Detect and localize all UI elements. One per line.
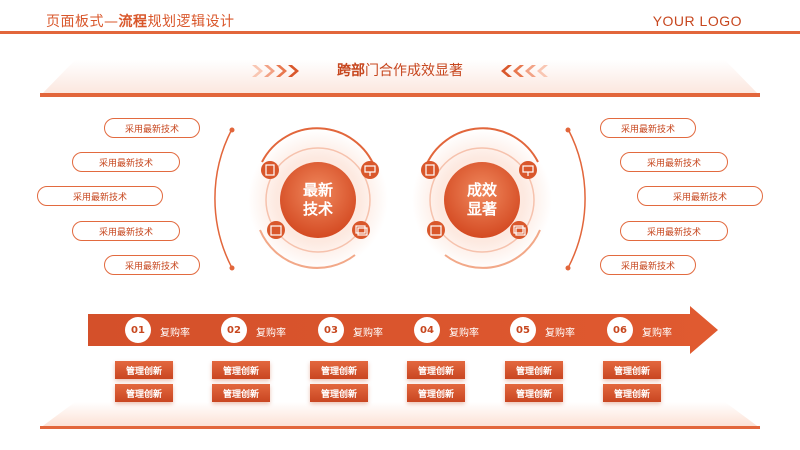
chevron-right-icon — [252, 65, 299, 77]
section-title: 跨部门合作成效显著 — [0, 60, 800, 80]
header-divider — [0, 31, 800, 34]
step-number-5: 05 — [510, 317, 536, 343]
section-title-bold: 跨部 — [337, 63, 365, 79]
step-5-tag-1: 管理创新 — [505, 361, 563, 379]
right-pill-3: 采用最新技术 — [637, 186, 763, 206]
logo: YOUR LOGO — [652, 13, 742, 29]
step-3-tag-1: 管理创新 — [310, 361, 368, 379]
right-circle-line1: 成效 — [466, 181, 497, 199]
left-pill-1: 采用最新技术 — [104, 118, 200, 138]
right-pill-1: 采用最新技术 — [600, 118, 696, 138]
title-suffix: 规划逻辑设计 — [147, 14, 235, 30]
step-1-tag-2: 管理创新 — [115, 384, 173, 402]
step-label-4: 复购率 — [449, 328, 479, 339]
left-circle-line1: 最新 — [302, 181, 333, 199]
step-number-3: 03 — [318, 317, 344, 343]
step-label-2: 复购率 — [256, 328, 286, 339]
right-circle-line2: 显著 — [466, 200, 497, 218]
step-number-6: 06 — [607, 317, 633, 343]
right-circle-label: 成效 显著 — [452, 181, 512, 219]
step-label-6: 复购率 — [642, 328, 672, 339]
left-circle-label: 最新 技术 — [288, 181, 348, 219]
right-pill-5: 采用最新技术 — [600, 255, 696, 275]
step-2-tag-1: 管理创新 — [212, 361, 270, 379]
right-pill-2: 采用最新技术 — [620, 152, 728, 172]
step-number-1: 01 — [125, 317, 151, 343]
step-5-tag-2: 管理创新 — [505, 384, 563, 402]
step-number-2: 02 — [221, 317, 247, 343]
monitor-icon — [361, 161, 379, 179]
step-label-3: 复购率 — [353, 328, 383, 339]
page-title: 页面板式—流程规划逻辑设计 — [46, 11, 235, 31]
calendar-icon — [267, 221, 285, 239]
doc-icon — [261, 161, 279, 179]
section-title-rest: 门合作成效显著 — [365, 63, 463, 79]
step-label-1: 复购率 — [160, 328, 190, 339]
step-1-tag-1: 管理创新 — [115, 361, 173, 379]
left-circle-line2: 技术 — [302, 200, 333, 218]
left-pill-5: 采用最新技术 — [104, 255, 200, 275]
step-4-tag-1: 管理创新 — [407, 361, 465, 379]
calendar-icon — [427, 221, 445, 239]
step-6-tag-1: 管理创新 — [603, 361, 661, 379]
step-2-tag-2: 管理创新 — [212, 384, 270, 402]
step-number-4: 04 — [414, 317, 440, 343]
chevron-left-icon — [501, 65, 548, 77]
title-prefix: 页面板式— — [46, 14, 119, 30]
right-pill-4: 采用最新技术 — [620, 221, 728, 241]
left-pill-3: 采用最新技术 — [37, 186, 163, 206]
title-bold: 流程 — [118, 14, 148, 30]
window-icon — [352, 221, 370, 239]
step-6-tag-2: 管理创新 — [603, 384, 661, 402]
left-pill-2: 采用最新技术 — [72, 152, 180, 172]
step-4-tag-2: 管理创新 — [407, 384, 465, 402]
step-label-5: 复购率 — [545, 328, 575, 339]
step-3-tag-2: 管理创新 — [310, 384, 368, 402]
window-icon — [510, 221, 528, 239]
left-pill-4: 采用最新技术 — [72, 221, 180, 241]
monitor-icon — [519, 161, 537, 179]
doc-icon — [421, 161, 439, 179]
